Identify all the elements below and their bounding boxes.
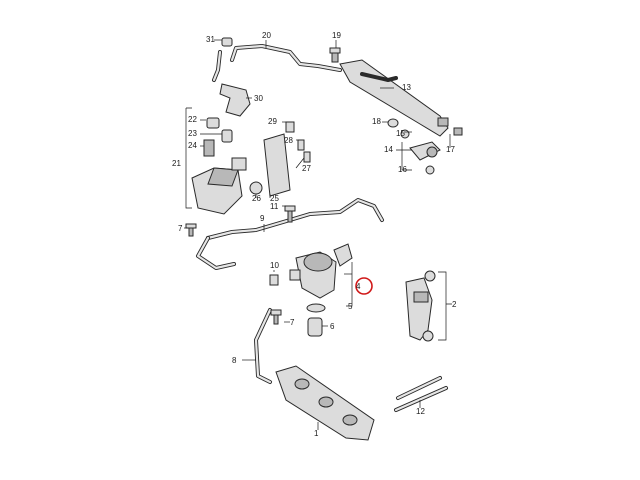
label-21: 21 <box>172 159 181 168</box>
sensor-26[interactable] <box>249 181 263 195</box>
label-5: 5 <box>348 302 353 311</box>
injector-2[interactable] <box>405 270 436 342</box>
label-31: 31 <box>206 35 215 44</box>
high-pressure-line-20[interactable] <box>230 44 342 72</box>
fuel-line-12[interactable] <box>394 376 448 412</box>
fuel-line-8[interactable] <box>254 308 272 384</box>
label-1: 1 <box>314 429 319 438</box>
o-ring-5[interactable] <box>306 303 326 313</box>
label-28: 28 <box>284 136 293 145</box>
fuel-line-9[interactable] <box>196 198 384 270</box>
label-8: 8 <box>232 356 237 365</box>
bolt-19[interactable] <box>329 47 341 63</box>
label-17: 17 <box>446 145 455 154</box>
pump-body-21[interactable] <box>191 157 247 215</box>
injector-14[interactable] <box>409 141 441 161</box>
label-7: 7 <box>178 224 183 233</box>
label-23: 23 <box>188 129 197 138</box>
label-6: 6 <box>330 322 335 331</box>
bolt-11[interactable] <box>284 205 296 223</box>
label-11: 11 <box>270 202 279 211</box>
seal-16[interactable] <box>425 165 435 175</box>
label-19: 19 <box>332 31 341 40</box>
bracket-25[interactable] <box>263 133 291 197</box>
label-12: 12 <box>416 407 425 416</box>
highlight-ring <box>355 277 373 295</box>
bolt-10[interactable] <box>269 274 279 286</box>
fuel-rail-13[interactable] <box>339 59 463 137</box>
label-13: 13 <box>402 83 411 92</box>
leader-lines <box>184 39 452 430</box>
bolt-7[interactable] <box>185 223 197 237</box>
sensor-22[interactable] <box>206 117 220 129</box>
label-4: 4 <box>356 282 361 291</box>
fuel-rail-1[interactable] <box>275 365 375 441</box>
sensor-24[interactable] <box>203 139 215 157</box>
label-10: 10 <box>270 261 279 270</box>
label-2: 2 <box>452 300 457 309</box>
callout-labels: 31 20 19 30 13 18 15 14 16 17 22 23 24 2… <box>172 31 457 438</box>
label-22: 22 <box>188 115 197 124</box>
label-7-lower: 7 <box>290 318 295 327</box>
label-27: 27 <box>302 164 311 173</box>
sensor-23[interactable] <box>221 129 233 143</box>
bolt-7-lower[interactable] <box>270 309 282 325</box>
label-15: 15 <box>396 129 405 138</box>
roller-tappet-6[interactable] <box>307 317 323 337</box>
bolt-29[interactable] <box>285 121 295 133</box>
clip-31[interactable] <box>221 37 233 47</box>
bracket-30[interactable] <box>219 83 251 117</box>
label-29: 29 <box>268 117 277 126</box>
bolt-27[interactable] <box>303 151 311 163</box>
label-14: 14 <box>384 145 393 154</box>
label-16: 16 <box>398 165 407 174</box>
seal-18[interactable] <box>387 118 399 128</box>
label-26: 26 <box>252 194 261 203</box>
label-24: 24 <box>188 141 197 150</box>
label-25: 25 <box>270 194 279 203</box>
label-30: 30 <box>254 94 263 103</box>
label-20: 20 <box>262 31 271 40</box>
label-9: 9 <box>260 214 265 223</box>
bolt-28[interactable] <box>297 139 305 151</box>
bracket-line-32[interactable] <box>212 50 222 82</box>
high-pressure-pump-4[interactable] <box>289 243 353 299</box>
label-18: 18 <box>372 117 381 126</box>
